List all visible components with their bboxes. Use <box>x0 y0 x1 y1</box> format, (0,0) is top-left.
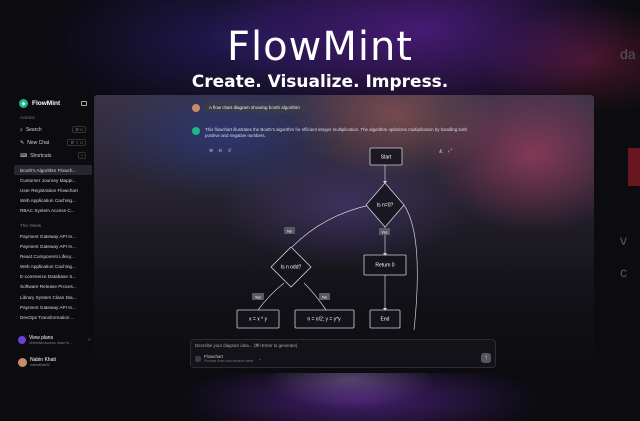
edge-decision1-no <box>291 204 371 248</box>
history-item[interactable]: React Component Lifecy... <box>20 253 75 259</box>
node-decision2-label: Is n odd? <box>281 265 302 271</box>
zoom-in-icon[interactable]: ⊕ <box>209 148 214 154</box>
nav-new-chat-label: New Chat <box>27 139 50 146</box>
history-item[interactable]: Payment Gateway API In... <box>20 304 77 310</box>
edge-label-yes2: Yes <box>255 296 261 300</box>
edge-red-block <box>628 148 640 186</box>
history-item[interactable]: Software Release Proces... <box>20 284 77 290</box>
nav-new-chat-shortcut: ⌘ ⇧ O <box>67 139 86 146</box>
node-op-even <box>294 309 355 329</box>
theme-icon[interactable]: ◭ <box>439 148 443 154</box>
model-selector[interactable]: Flowchart Process flows and decision tre… <box>195 354 262 363</box>
diagram-toolbar-right: ◭ ⤢ <box>439 148 452 154</box>
diagram-toolbar: ⊕ ⊖ ↺ <box>209 148 232 154</box>
edge-loop <box>403 204 418 331</box>
node-op-odd-label: x = x * y <box>249 317 267 323</box>
chevron-down-icon: ⌄ <box>258 356 262 361</box>
node-start <box>369 147 403 166</box>
history-item[interactable]: User Registration Flowchart <box>20 187 78 193</box>
brand: ◆ FlowMint <box>14 95 92 112</box>
history-item[interactable]: Web Application Caching... <box>20 264 76 270</box>
keyboard-icon: ⌨ <box>20 152 28 159</box>
plans-icon <box>18 336 26 344</box>
node-op-even-label: n = n/2; y = y*y <box>307 317 341 323</box>
model-subtitle: Process flows and decision trees <box>204 359 254 363</box>
brand-name: FlowMint <box>32 100 61 107</box>
edge-text-top: da <box>620 46 636 62</box>
reset-view-icon[interactable]: ↺ <box>227 148 232 154</box>
user-name: Nabin Khati <box>30 357 56 363</box>
edge-text-mid2: c <box>620 264 627 280</box>
user-profile[interactable]: Nabin Khati nabinkhati02 <box>18 357 56 367</box>
node-decision1-label: Is n=0? <box>377 203 394 209</box>
flowchart-diagram: Start Is n=0? Is n odd? Return 0 End x =… <box>236 147 418 331</box>
user-avatar <box>192 103 200 112</box>
zoom-out-icon[interactable]: ⊖ <box>218 148 223 154</box>
history-item[interactable]: Library System Class Dia... <box>20 294 77 300</box>
main-panel: A flow chart diagram showing booth algor… <box>94 95 594 373</box>
history-item[interactable]: Web Application Caching... <box>20 198 76 204</box>
user-handle: nabinkhati02 <box>30 363 50 367</box>
send-button[interactable]: ↑ <box>481 353 491 363</box>
edge-decision2-yes <box>257 282 285 311</box>
model-name: Flowchart <box>204 354 224 359</box>
sidebar-collapse-icon[interactable] <box>81 101 87 106</box>
prompt-placeholder: Describe your diagram idea... (⌘+Enter t… <box>195 343 298 348</box>
search-icon: ⌕ <box>20 126 23 133</box>
edge-label-no1: No <box>287 230 292 234</box>
hero-title: FlowMint <box>227 24 413 70</box>
bot-avatar-icon <box>192 127 200 135</box>
edge-text-mid1: v <box>620 232 627 248</box>
fullscreen-icon[interactable]: ⤢ <box>447 148 452 154</box>
hero-subtitle: Create. Visualize. Impress. <box>191 72 449 92</box>
actions-label: Actions <box>20 115 35 120</box>
bot-message-text: This flowchart illustrates the Booth's a… <box>205 127 468 138</box>
avatar <box>18 357 27 367</box>
nav-search-shortcut: ⌘ K <box>72 126 86 133</box>
history-item[interactable]: RBAC System Access C... <box>20 208 75 214</box>
plans-subtitle: Unlimited access, team fe... <box>29 341 72 345</box>
node-end <box>369 309 401 329</box>
chevron-right-icon: › <box>88 337 90 343</box>
nav-shortcuts-shortcut: ? <box>77 152 86 159</box>
user-message: A flow chart diagram showing booth algor… <box>192 102 305 113</box>
this-week-label: This Week <box>20 222 42 228</box>
flowchart-type-icon <box>195 355 201 362</box>
node-end-label: End <box>381 317 390 323</box>
history-item[interactable]: Booth's Algorithm Flowch... <box>14 165 92 176</box>
history-item[interactable]: E-commerce Database S... <box>20 274 77 280</box>
flowmint-logo-icon: ◆ <box>19 99 28 108</box>
nav-shortcuts-label: Shortcuts <box>30 152 52 159</box>
nav-search[interactable]: ⌕ Search ⌘ K <box>14 123 92 136</box>
send-arrow-icon: ↑ <box>484 355 488 361</box>
node-return-label: Return 0 <box>375 263 394 269</box>
node-start-label: Start <box>381 155 392 161</box>
plans-title: View plans <box>29 335 54 341</box>
edge-label-yes1: Yes <box>381 231 387 235</box>
history-item[interactable]: Payment Gateway API In... <box>20 243 77 249</box>
node-decision2 <box>270 246 312 288</box>
history-item[interactable]: Customer Journey Mappi... <box>20 177 77 183</box>
edge-label-no2: No <box>322 296 327 300</box>
bot-message: This flowchart illustrates the Booth's a… <box>192 127 475 139</box>
history-item[interactable]: Payment Gateway API In... <box>20 233 77 239</box>
node-return <box>363 254 407 276</box>
nav-shortcuts[interactable]: ⌨ Shortcuts ? <box>14 149 92 162</box>
node-op-odd <box>236 309 280 329</box>
history-item[interactable]: DevOps Transformation ... <box>20 315 75 321</box>
nav-new-chat[interactable]: ✎ New Chat ⌘ ⇧ O <box>14 136 92 149</box>
prompt-input[interactable]: Describe your diagram idea... (⌘+Enter t… <box>190 339 496 368</box>
user-message-text: A flow chart diagram showing booth algor… <box>204 102 305 113</box>
sidebar: ◆ FlowMint Actions ⌕ Search ⌘ K ✎ New Ch… <box>14 95 92 375</box>
node-decision1 <box>365 182 405 228</box>
nav-search-label: Search <box>25 126 42 133</box>
edge-decision2-no <box>303 282 327 311</box>
view-plans-button[interactable]: View plans Unlimited access, team fe... … <box>18 335 90 345</box>
new-chat-icon: ✎ <box>20 139 25 146</box>
